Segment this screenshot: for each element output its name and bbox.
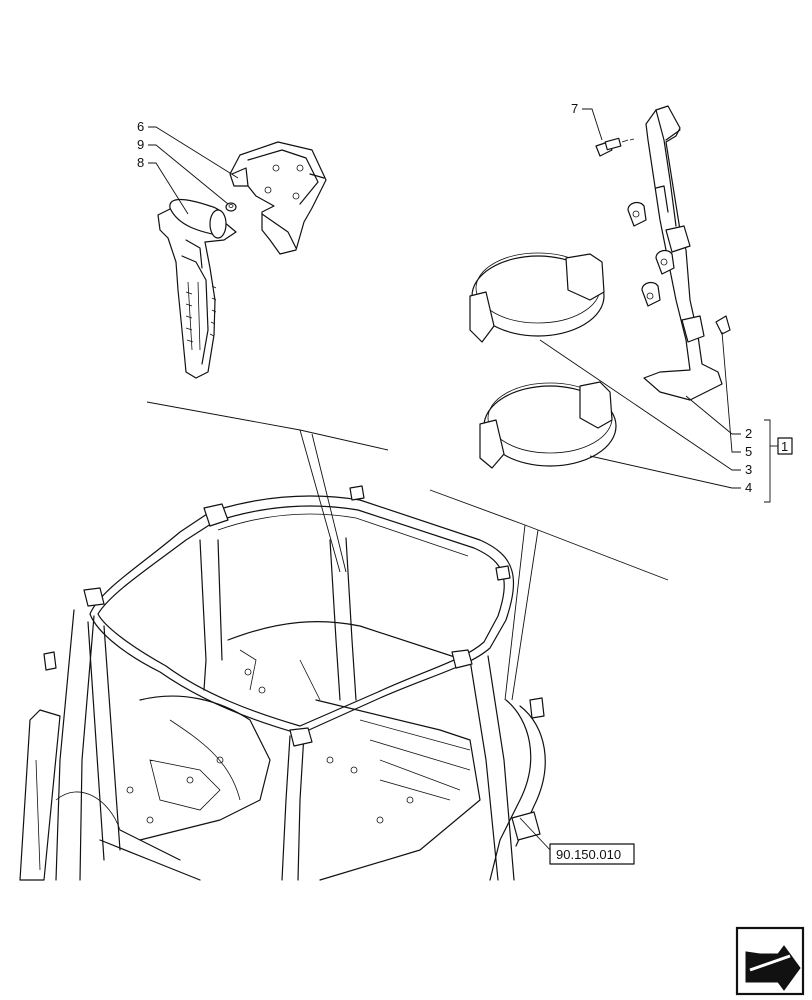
callout-5: 5 <box>745 444 752 459</box>
reference-label[interactable]: 90.150.010 <box>556 847 621 862</box>
extinguisher-strap-upper <box>469 252 605 343</box>
callout-4: 4 <box>745 480 752 495</box>
callout-1: 1 <box>781 439 788 454</box>
kit-group-bracket <box>764 419 778 503</box>
nut <box>225 202 237 212</box>
callout-3: 3 <box>745 462 752 477</box>
emergency-hammer <box>157 198 237 379</box>
spring-clip <box>715 315 731 335</box>
extinguisher-strap-lower <box>479 381 617 469</box>
callout-8: 8 <box>137 155 144 170</box>
reference-link[interactable]: 90.150.010 <box>549 843 635 865</box>
next-page-arrow-icon[interactable] <box>735 926 805 996</box>
callout-9: 9 <box>137 137 144 152</box>
callout-6: 6 <box>137 119 144 134</box>
bolt <box>595 137 635 157</box>
extinguisher-mounting-bracket <box>627 105 723 401</box>
cab-frame <box>19 485 546 881</box>
kit-box <box>777 437 793 455</box>
hammer-holder-bracket <box>229 141 327 255</box>
callout-7: 7 <box>571 101 578 116</box>
leader-lines <box>146 108 741 853</box>
callout-2: 2 <box>745 426 752 441</box>
reference-box[interactable] <box>549 843 635 865</box>
